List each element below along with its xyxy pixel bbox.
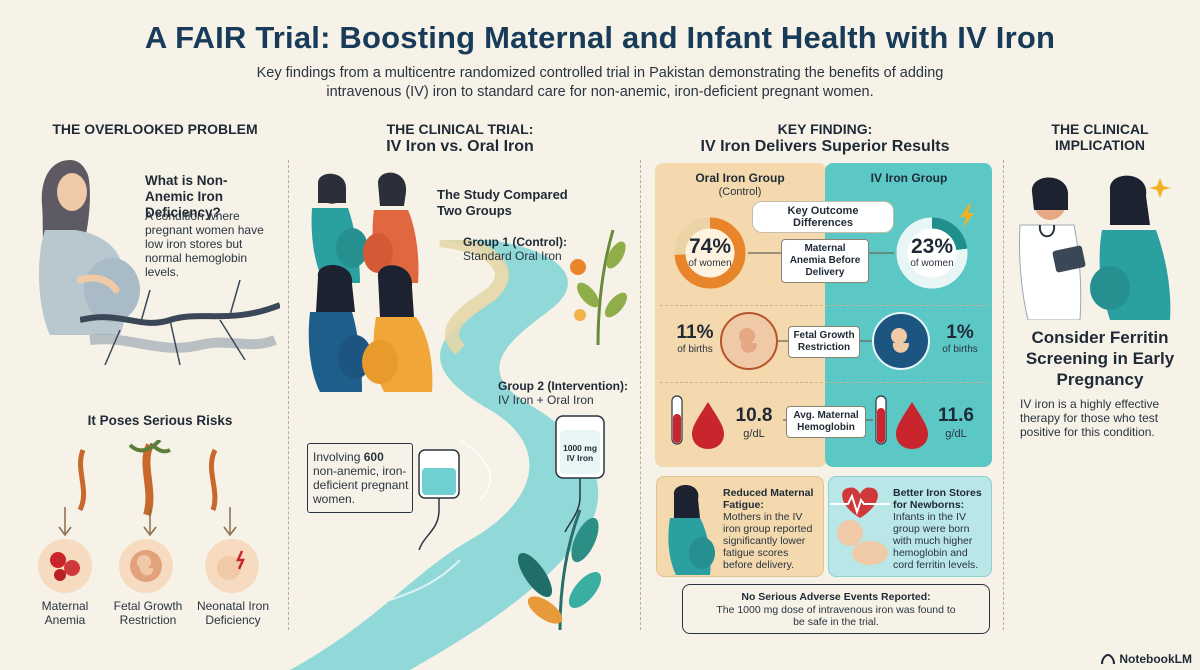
iv-fgr-unit: of births bbox=[942, 344, 978, 355]
column-divider bbox=[640, 160, 641, 630]
intervention-group-women-illustration bbox=[308, 265, 433, 392]
iv-hb-value: 11.6 bbox=[938, 405, 974, 426]
brand-text: NotebookLM bbox=[1119, 652, 1192, 666]
risks-heading: It Poses Serious Risks bbox=[87, 413, 233, 428]
lightning-icon bbox=[960, 204, 974, 228]
participants-box bbox=[307, 443, 413, 513]
oral-anemia-donut bbox=[674, 217, 746, 289]
tired-mother-illustration bbox=[668, 484, 715, 575]
brand-logo: NotebookLM bbox=[1101, 652, 1192, 666]
finding-heading-line1: KEY FINDING: bbox=[777, 121, 873, 137]
trial-heading-line1: THE CLINICAL TRIAL: bbox=[386, 121, 534, 137]
participants-count: 600 bbox=[363, 450, 384, 464]
problem-question-body: A condition where pregnant women have lo… bbox=[145, 209, 264, 279]
newborn-illustration bbox=[837, 520, 888, 565]
participants-text: Involving 600 non-anemic, iron-deficient… bbox=[313, 450, 411, 506]
blood-tube-drop-icon bbox=[671, 395, 724, 449]
pregnant-woman-illustration bbox=[38, 160, 140, 335]
oral-anemia-value: 74% bbox=[688, 235, 732, 258]
group2-desc: IV Iron + Oral Iron bbox=[498, 393, 594, 407]
cracked-ground-illustration bbox=[80, 279, 280, 366]
participants-rest: non-anemic, iron-deficient pregnant wome… bbox=[313, 464, 409, 506]
implication-body: IV iron is a highly effective therapy fo… bbox=[1020, 397, 1160, 439]
fetus-icon bbox=[119, 539, 173, 593]
page-title: A FAIR Trial: Boosting Maternal and Infa… bbox=[144, 20, 1056, 55]
iv-anemia-unit: of women bbox=[910, 258, 954, 269]
oral-hb-unit: g/dL bbox=[743, 428, 765, 440]
group1-title: Group 1 (Control): bbox=[463, 235, 567, 249]
oral-fgr-unit: of births bbox=[677, 344, 713, 355]
fetus-healthy-icon bbox=[872, 312, 930, 370]
iv-drip-bag-icon bbox=[418, 449, 460, 550]
safety-box bbox=[682, 584, 990, 634]
oral-group-label: Oral Iron Group bbox=[695, 171, 785, 185]
iv-fgr-value: 1% bbox=[946, 322, 974, 343]
newborn-warning-icon bbox=[205, 539, 259, 593]
teal-plant-illustration bbox=[517, 509, 602, 630]
study-compared-text: The Study Compared Two Groups bbox=[437, 187, 568, 218]
column-divider bbox=[1003, 160, 1004, 630]
implication-title: Consider Ferritin Screening in Early Pre… bbox=[1025, 328, 1175, 389]
safety-title: No Serious Adverse Events Reported: bbox=[741, 591, 931, 603]
problem-question-title: What is Non-Anemic Iron Deficiency? bbox=[145, 173, 228, 220]
risk-label: Fetal Growth Restriction bbox=[113, 599, 183, 627]
wilted-plants-illustration bbox=[77, 440, 218, 517]
finding-heading-line2: IV Iron Delivers Superior Results bbox=[700, 138, 950, 155]
flowering-plant-illustration bbox=[570, 229, 628, 345]
metric-pill-anemia: Maternal Anemia Before Delivery bbox=[781, 239, 869, 283]
iv-hb-unit: g/dL bbox=[945, 428, 967, 440]
doctor-patient-illustration bbox=[1018, 175, 1171, 320]
page-subtitle: Key findings from a multicentre randomiz… bbox=[256, 65, 944, 100]
newborn-title: Better Iron Stores for Newborns: bbox=[893, 487, 982, 511]
fatigue-body: Mothers in the IV iron group reported si… bbox=[723, 511, 813, 571]
risk-label: Neonatal Iron Deficiency bbox=[196, 599, 270, 627]
oral-anemia-unit: of women bbox=[688, 258, 732, 269]
blood-tube-drop-icon bbox=[875, 395, 928, 449]
safety-body: The 1000 mg dose of intravenous iron was… bbox=[716, 604, 956, 628]
outcome-label-pill: Key Outcome Differences bbox=[752, 201, 894, 233]
heartbeat-icon bbox=[830, 487, 890, 518]
risk-label: Maternal Anemia bbox=[41, 599, 89, 627]
newborn-body: Infants in the IV group were born with m… bbox=[893, 511, 979, 571]
row-separator bbox=[660, 382, 988, 383]
iv-group-label: IV Iron Group bbox=[870, 171, 948, 185]
oral-fgr-value: 11% bbox=[676, 322, 714, 343]
iv-drip-bag-large-icon bbox=[555, 415, 605, 532]
trial-heading-line2: IV Iron vs. Oral Iron bbox=[386, 138, 534, 155]
column-divider bbox=[288, 160, 289, 630]
metric-pill-fgr: Fetal Growth Restriction bbox=[788, 326, 860, 358]
problem-heading: THE OVERLOOKED PROBLEM bbox=[52, 121, 258, 137]
iv-anemia-value: 23% bbox=[910, 235, 954, 258]
metric-pill-hb: Avg. Maternal Hemoglobin bbox=[786, 406, 866, 438]
group1-desc: Standard Oral Iron bbox=[463, 249, 562, 263]
notebook-icon bbox=[1101, 653, 1116, 665]
implication-heading: THE CLINICAL IMPLICATION bbox=[1051, 121, 1149, 153]
row-separator bbox=[660, 305, 988, 306]
red-blood-cells-icon bbox=[38, 539, 92, 593]
iv-bag-label: 1000 mg IV Iron bbox=[562, 443, 598, 463]
group2-title: Group 2 (Intervention): bbox=[498, 379, 628, 393]
oral-hb-value: 10.8 bbox=[735, 405, 773, 426]
fetus-icon bbox=[720, 312, 778, 370]
iv-anemia-donut bbox=[896, 217, 968, 289]
control-group-women-illustration bbox=[311, 172, 419, 283]
participants-prefix: Involving bbox=[313, 450, 361, 464]
oral-group-sublabel: (Control) bbox=[718, 186, 762, 198]
risk-arrows bbox=[58, 507, 237, 537]
fatigue-title: Reduced Maternal Fatigue: bbox=[723, 487, 814, 511]
